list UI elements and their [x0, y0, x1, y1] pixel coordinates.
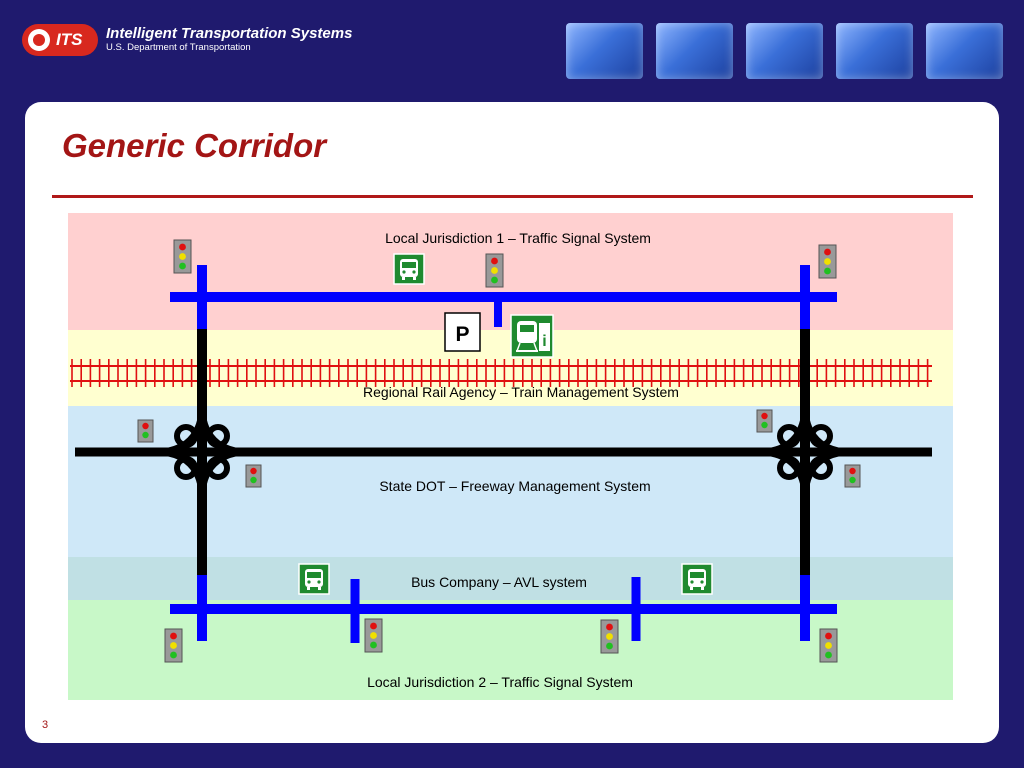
city-photo	[836, 23, 913, 79]
rail-track	[70, 359, 932, 387]
zone-label-local1: Local Jurisdiction 1 – Traffic Signal Sy…	[385, 230, 651, 246]
cloverleaf-interchange	[152, 402, 252, 502]
its-badge-text: ITS	[56, 30, 83, 49]
zone-label-local2: Local Jurisdiction 2 – Traffic Signal Sy…	[367, 674, 633, 690]
zone-label-freeway: State DOT – Freeway Management System	[379, 478, 650, 494]
logo-subtitle: U.S. Department of Transportation	[106, 42, 251, 53]
zone-label-rail: Regional Rail Agency – Train Management …	[363, 384, 679, 400]
traffic-signal-icon	[245, 464, 262, 488]
arterial-bottom	[170, 575, 837, 643]
dot-swirl-icon	[28, 29, 50, 51]
traffic-signal-icon	[818, 244, 837, 279]
highway-photo	[566, 23, 643, 79]
traffic-signal-icon	[819, 628, 838, 663]
its-logo: ITS Intelligent Transportation Systems U…	[22, 24, 352, 56]
traffic-signal-icon	[485, 253, 504, 288]
parking-icon: P	[444, 312, 481, 352]
traffic-photo	[746, 23, 823, 79]
corridor-diagram: Local Jurisdiction 1 – Traffic Signal Sy…	[68, 213, 953, 700]
traffic-signal-icon	[756, 409, 773, 433]
ambulance-photo	[656, 23, 733, 79]
train-station-icon: i	[510, 314, 554, 358]
its-badge: ITS	[22, 24, 98, 56]
cloverleaf-interchange	[755, 402, 855, 502]
title-divider	[52, 195, 973, 198]
zone-label-bus: Bus Company – AVL system	[411, 574, 587, 590]
traffic-signal-icon	[137, 419, 154, 443]
bus-icon	[393, 253, 425, 285]
traffic-signal-icon	[600, 619, 619, 654]
slide-title: Generic Corridor	[62, 127, 327, 164]
traffic-signal-icon	[364, 618, 383, 653]
arterial-top	[170, 265, 837, 329]
bus-icon	[681, 563, 713, 595]
traffic-signal-icon	[164, 628, 183, 663]
logo-title: Intelligent Transportation Systems	[106, 25, 353, 42]
bus-icon	[298, 563, 330, 595]
page-number: 3	[42, 719, 49, 731]
traffic-signal-icon	[844, 464, 861, 488]
truck-photo	[926, 23, 1003, 79]
traffic-signal-icon	[173, 239, 192, 274]
header-photo-strip	[566, 23, 1003, 79]
station-info-label: i	[542, 333, 546, 350]
freeway	[75, 313, 932, 578]
parking-label: P	[455, 323, 469, 346]
